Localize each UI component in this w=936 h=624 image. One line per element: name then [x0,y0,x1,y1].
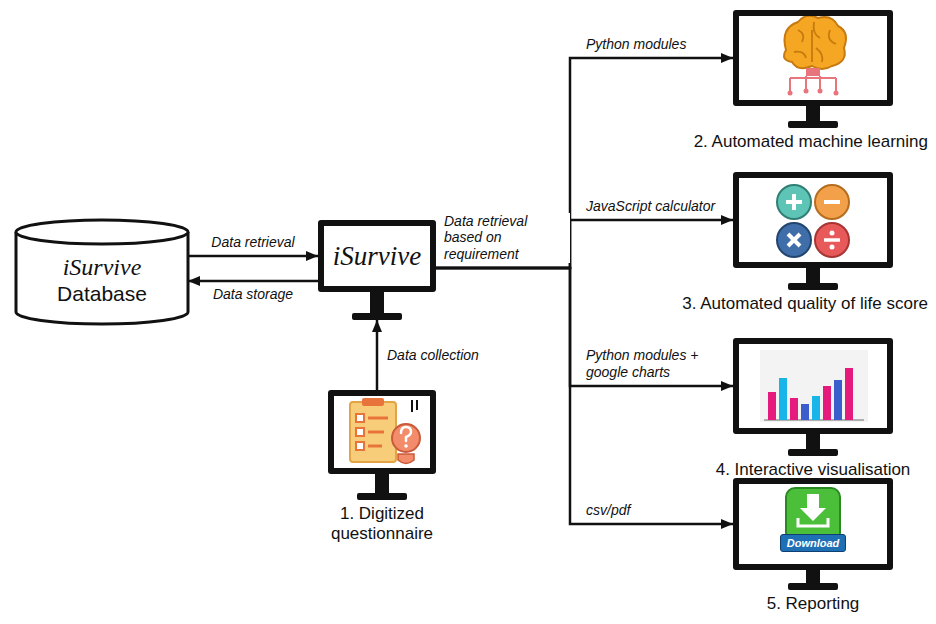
monitor-neck [806,570,820,584]
monitor-screen [733,338,893,434]
monitor-neck [370,292,384,314]
flow-label: Data retrieval based on requirement [442,213,570,263]
connector-arrow [188,255,318,258]
monitor-screen [733,172,893,268]
database-node: iSurviveDatabase [16,222,188,322]
monitor-neck [806,268,820,284]
edge-label: Data collection [385,347,481,364]
edge-label: Python modules + google charts [584,347,720,381]
monitor-neck [806,106,820,122]
bar-chart-icon [760,350,868,422]
node-label: Database [57,281,147,306]
qol-monitor: 3. Automated quality of life score [733,172,893,290]
monitor-stand [733,106,893,128]
database-cylinder [16,220,188,324]
connector-arrow [436,268,733,386]
edge-label: JavaScript calculator [584,198,717,215]
monitor-base [357,493,407,500]
visualisation-monitor: 4. Interactive visualisation [733,338,893,456]
monitor-caption: 5. Reporting [767,594,860,614]
monitor-stand [318,292,436,320]
monitor-base [788,583,838,590]
monitor-screen: Download [733,478,893,570]
ml-monitor: 2. Automated machine learning [733,10,893,128]
edge-label: csv/pdf [584,502,632,519]
platform-monitor: iSurvive [318,220,436,320]
connector-arrow [188,280,318,283]
download-banner: Download [780,534,847,552]
monitor-base [788,121,838,128]
monitor-neck [375,474,389,494]
monitor-base [788,283,838,290]
edge-label: Data storage [211,286,295,303]
calculator-icon [777,185,849,257]
monitor-stand [733,570,893,590]
monitor-stand [733,434,893,456]
monitor-base [352,313,402,320]
reporting-monitor: Download5. Reporting [733,478,893,590]
monitor-screen [733,10,893,106]
monitor-caption: 2. Automated machine learning [694,132,928,152]
monitor-stand [328,474,436,500]
monitor-screen [328,390,436,474]
brain-icon [784,16,846,96]
monitor-neck [806,434,820,450]
connector-arrow [436,58,733,268]
questionnaire-icon [350,398,420,464]
monitor-caption: 1. Digitized questionnaire [312,504,452,545]
monitor-caption: 3. Automated quality of life score [682,294,928,314]
connector-arrow [376,320,379,390]
monitor-base [788,449,838,456]
edge-label: Python modules [584,36,688,53]
monitor-screen: iSurvive [318,220,436,292]
logo-text: iSurvive [333,241,421,272]
logo-text: iSurvive [63,254,142,280]
edge-label: Data retrieval [209,234,296,251]
monitor-stand [733,268,893,290]
questionnaire-monitor: 1. Digitized questionnaire [328,390,436,500]
